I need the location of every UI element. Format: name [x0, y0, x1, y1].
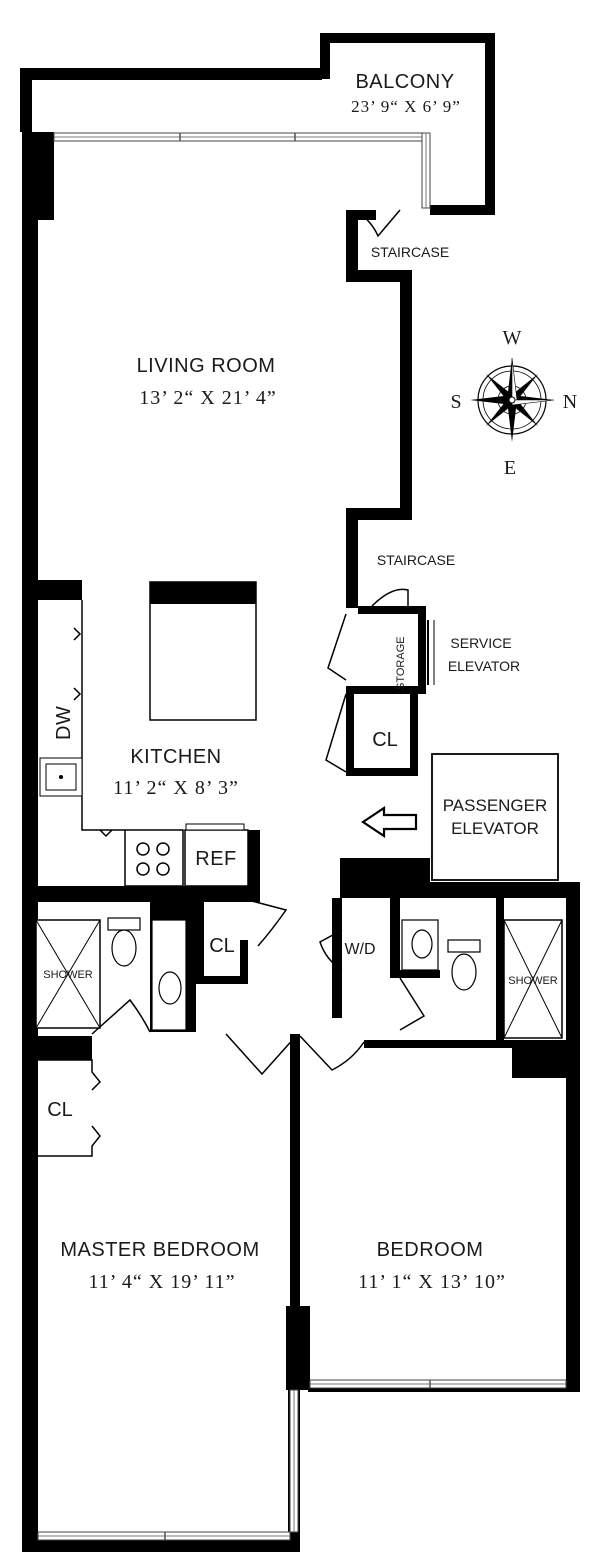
shower-left-label: SHOWER	[43, 969, 93, 981]
passenger-elevator-line1: PASSENGER	[443, 796, 548, 815]
master-bedroom-name: MASTER BEDROOM	[60, 1239, 259, 1261]
kitchen-name: KITCHEN	[130, 746, 221, 768]
cl-kitchen-label: CL	[209, 935, 235, 957]
compass-north: N	[563, 391, 577, 413]
refrigerator	[184, 829, 249, 887]
service-elevator-line2: ELEVATOR	[448, 658, 520, 674]
entry-arrow-icon	[361, 805, 418, 839]
wd-label: W/D	[344, 941, 375, 958]
fixtures	[35, 581, 563, 1039]
kitchen-dims: 11’ 2“ X 8’ 3”	[113, 777, 239, 799]
compass-rose-icon	[470, 357, 555, 442]
bedroom-name: BEDROOM	[377, 1239, 484, 1261]
living-room-name: LIVING ROOM	[137, 355, 276, 377]
windows	[37, 132, 567, 1541]
balcony-name: BALCONY	[355, 71, 454, 93]
compass-west: W	[503, 327, 522, 349]
balcony-dims: 23’ 9“ X 6’ 9”	[351, 97, 461, 116]
passenger-elevator	[431, 753, 559, 881]
living-room-dims: 13’ 2“ X 21’ 4”	[139, 387, 277, 409]
cl-hall-label: CL	[372, 729, 398, 751]
service-elevator-line1: SERVICE	[450, 635, 511, 651]
labels: BALCONY 23’ 9“ X 6’ 9” STAIRCASE W S N E…	[43, 71, 577, 1293]
stove	[124, 829, 184, 887]
staircase-top-label: STAIRCASE	[371, 244, 449, 260]
compass-south: S	[450, 391, 461, 413]
storage-label: STORAGE	[395, 636, 407, 690]
master-bedroom-dims: 11’ 4“ X 19’ 11”	[88, 1271, 235, 1293]
dw-label: DW	[53, 706, 75, 740]
shower-right-label: SHOWER	[508, 975, 558, 987]
kitchen-island	[149, 581, 257, 721]
compass-east: E	[504, 457, 516, 479]
staircase-mid-label: STAIRCASE	[377, 552, 455, 568]
doors	[38, 209, 435, 1157]
bedroom-dims: 11’ 1“ X 13’ 10”	[358, 1271, 506, 1293]
passenger-elevator-line2: ELEVATOR	[451, 819, 539, 838]
cl-master-label: CL	[47, 1099, 73, 1121]
ref-label: REF	[195, 848, 237, 870]
